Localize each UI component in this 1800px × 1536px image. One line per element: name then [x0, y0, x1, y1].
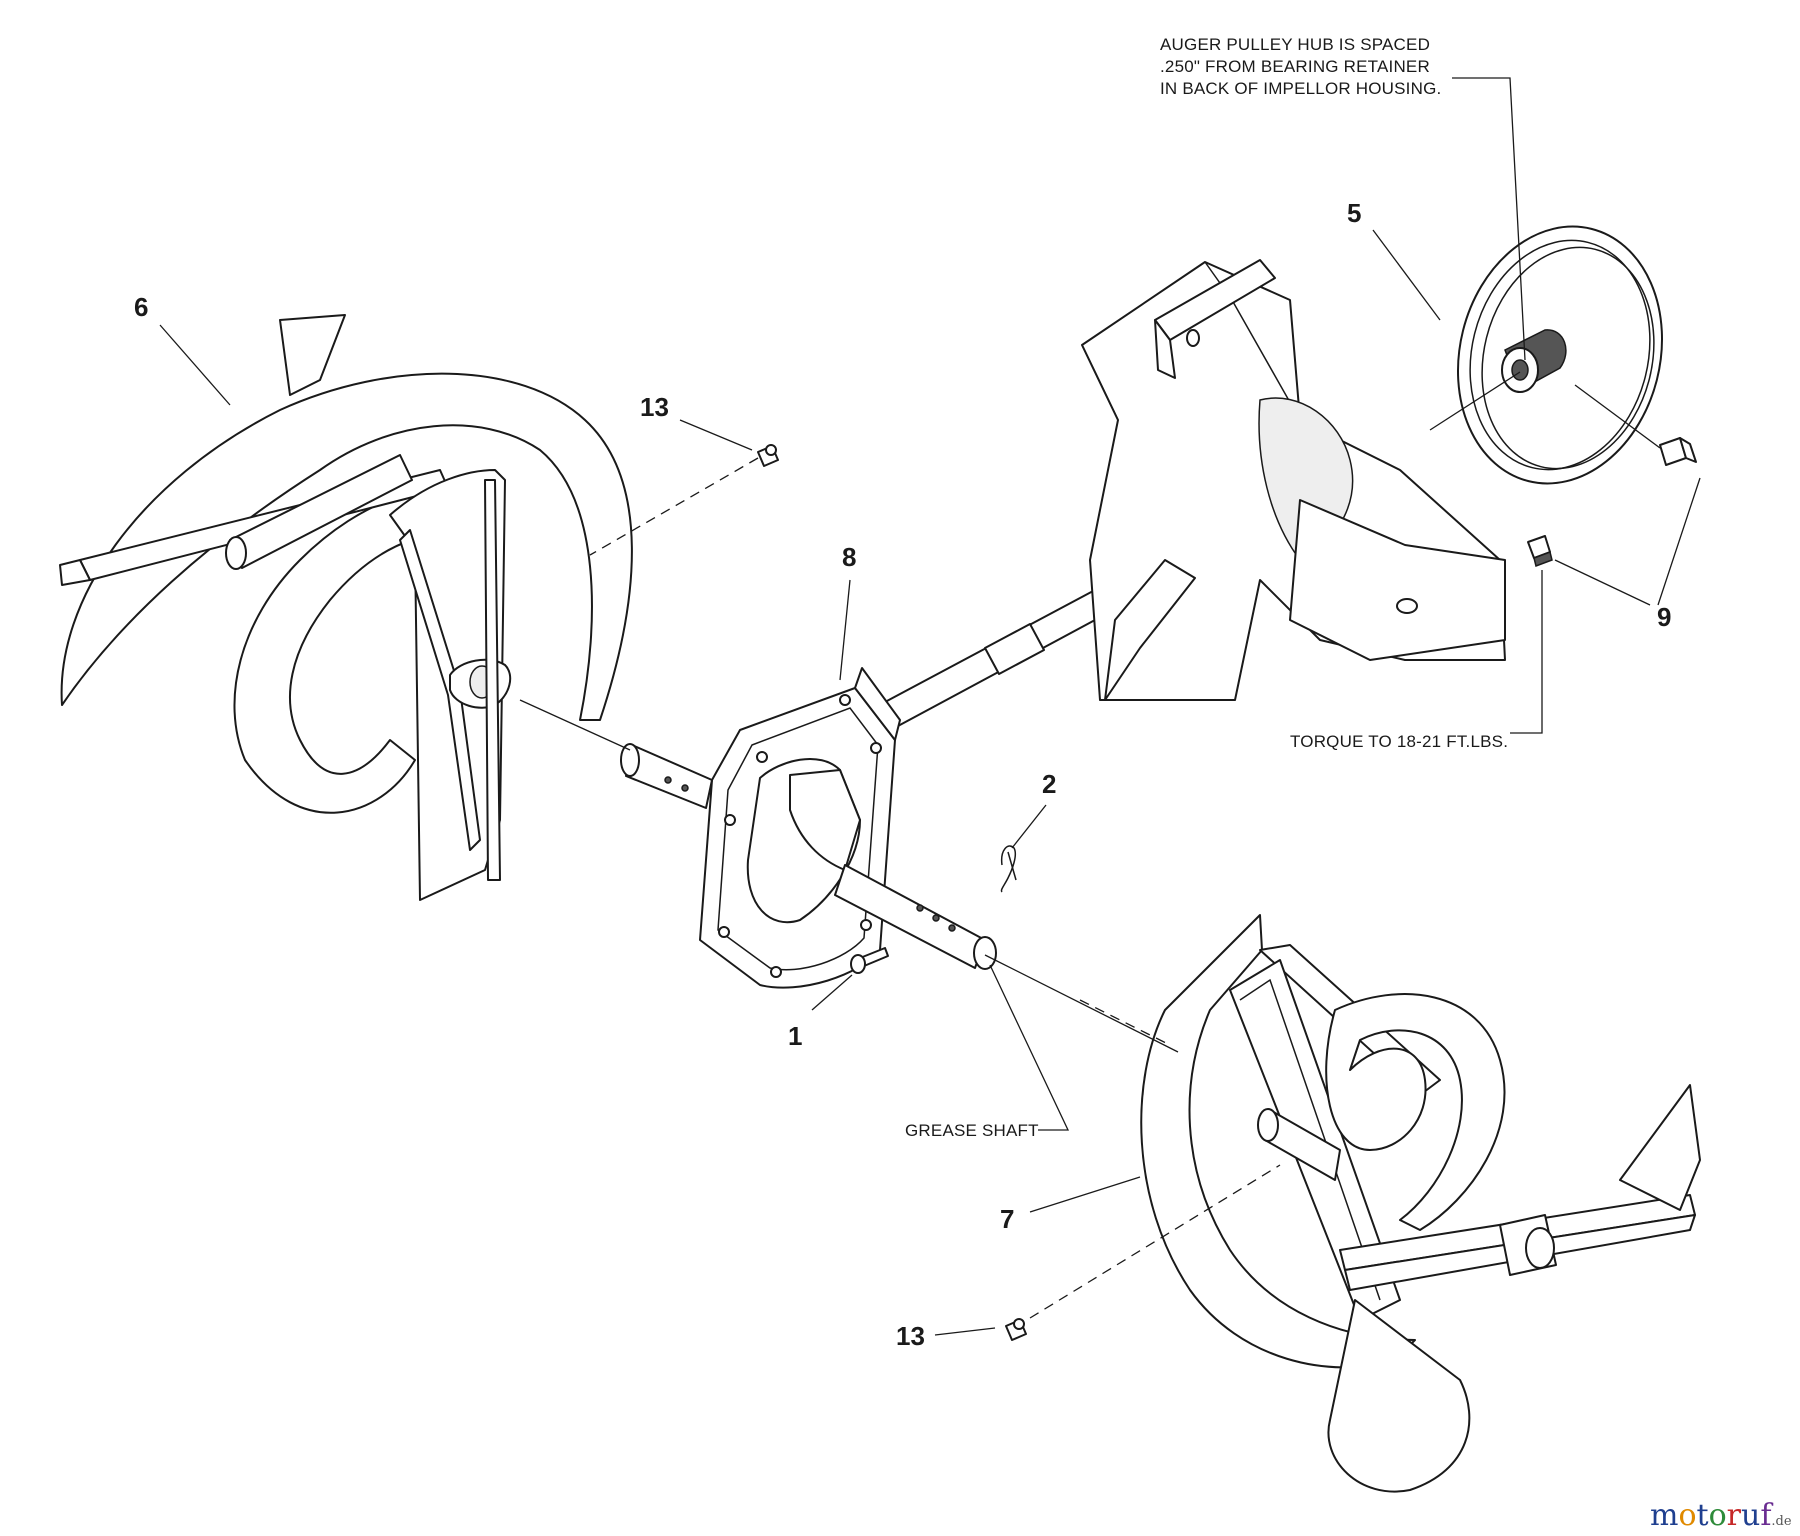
callout-7: 7	[1000, 1204, 1014, 1234]
left-auger	[59, 314, 633, 901]
logo-letter: u	[1741, 1498, 1760, 1533]
set-screw-upper	[1659, 437, 1697, 466]
note-pulley-line1: AUGER PULLEY HUB IS SPACED	[1160, 35, 1430, 54]
callout-13-lower: 13	[896, 1321, 925, 1351]
gear-case-bolts	[718, 694, 882, 978]
impeller-housing	[1081, 259, 1506, 701]
logo-letter: f	[1760, 1498, 1773, 1533]
logo-letter: t	[1697, 1498, 1709, 1533]
grease-fitting-lower	[1005, 1318, 1027, 1341]
right-shaft	[834, 864, 997, 970]
logo-letter: o	[1709, 1498, 1727, 1533]
diagram-notes: AUGER PULLEY HUB IS SPACED .250" FROM BE…	[905, 35, 1508, 1140]
shear-bolt	[850, 947, 889, 974]
right-auger	[1140, 914, 1701, 1493]
note-pulley-line2: .250" FROM BEARING RETAINER	[1160, 57, 1430, 76]
note-grease-shaft: GREASE SHAFT	[905, 1121, 1039, 1140]
clip-pin	[1000, 845, 1017, 893]
watermark-logo: motoruf.de	[1650, 1498, 1792, 1533]
callout-1: 1	[788, 1021, 802, 1051]
callout-8: 8	[842, 542, 856, 572]
logo-letter: o	[1678, 1498, 1696, 1533]
assembly-lines	[519, 371, 1661, 1319]
callout-13-upper: 13	[640, 392, 669, 422]
note-pulley-line3: IN BACK OF IMPELLOR HOUSING.	[1160, 79, 1441, 98]
left-shaft-stub	[620, 743, 713, 809]
callout-5: 5	[1347, 198, 1361, 228]
callout-labels: 6 13 5 8 2 1 7 13 9	[134, 198, 1671, 1351]
leader-lines	[159, 77, 1701, 1336]
logo-letter: r	[1727, 1498, 1742, 1533]
logo-suffix: .de	[1771, 1514, 1791, 1529]
gear-case	[699, 667, 901, 989]
callout-2: 2	[1042, 769, 1056, 799]
callout-9: 9	[1657, 602, 1671, 632]
note-torque: TORQUE TO 18-21 FT.LBS.	[1290, 732, 1508, 751]
svg-text:motoruf.de: motoruf.de	[1650, 1498, 1792, 1533]
callout-6: 6	[134, 292, 148, 322]
auger-pulley	[1457, 225, 1663, 485]
grease-fitting-upper	[757, 444, 779, 467]
set-screw-lower	[1527, 535, 1553, 567]
logo-letter: m	[1650, 1498, 1678, 1533]
